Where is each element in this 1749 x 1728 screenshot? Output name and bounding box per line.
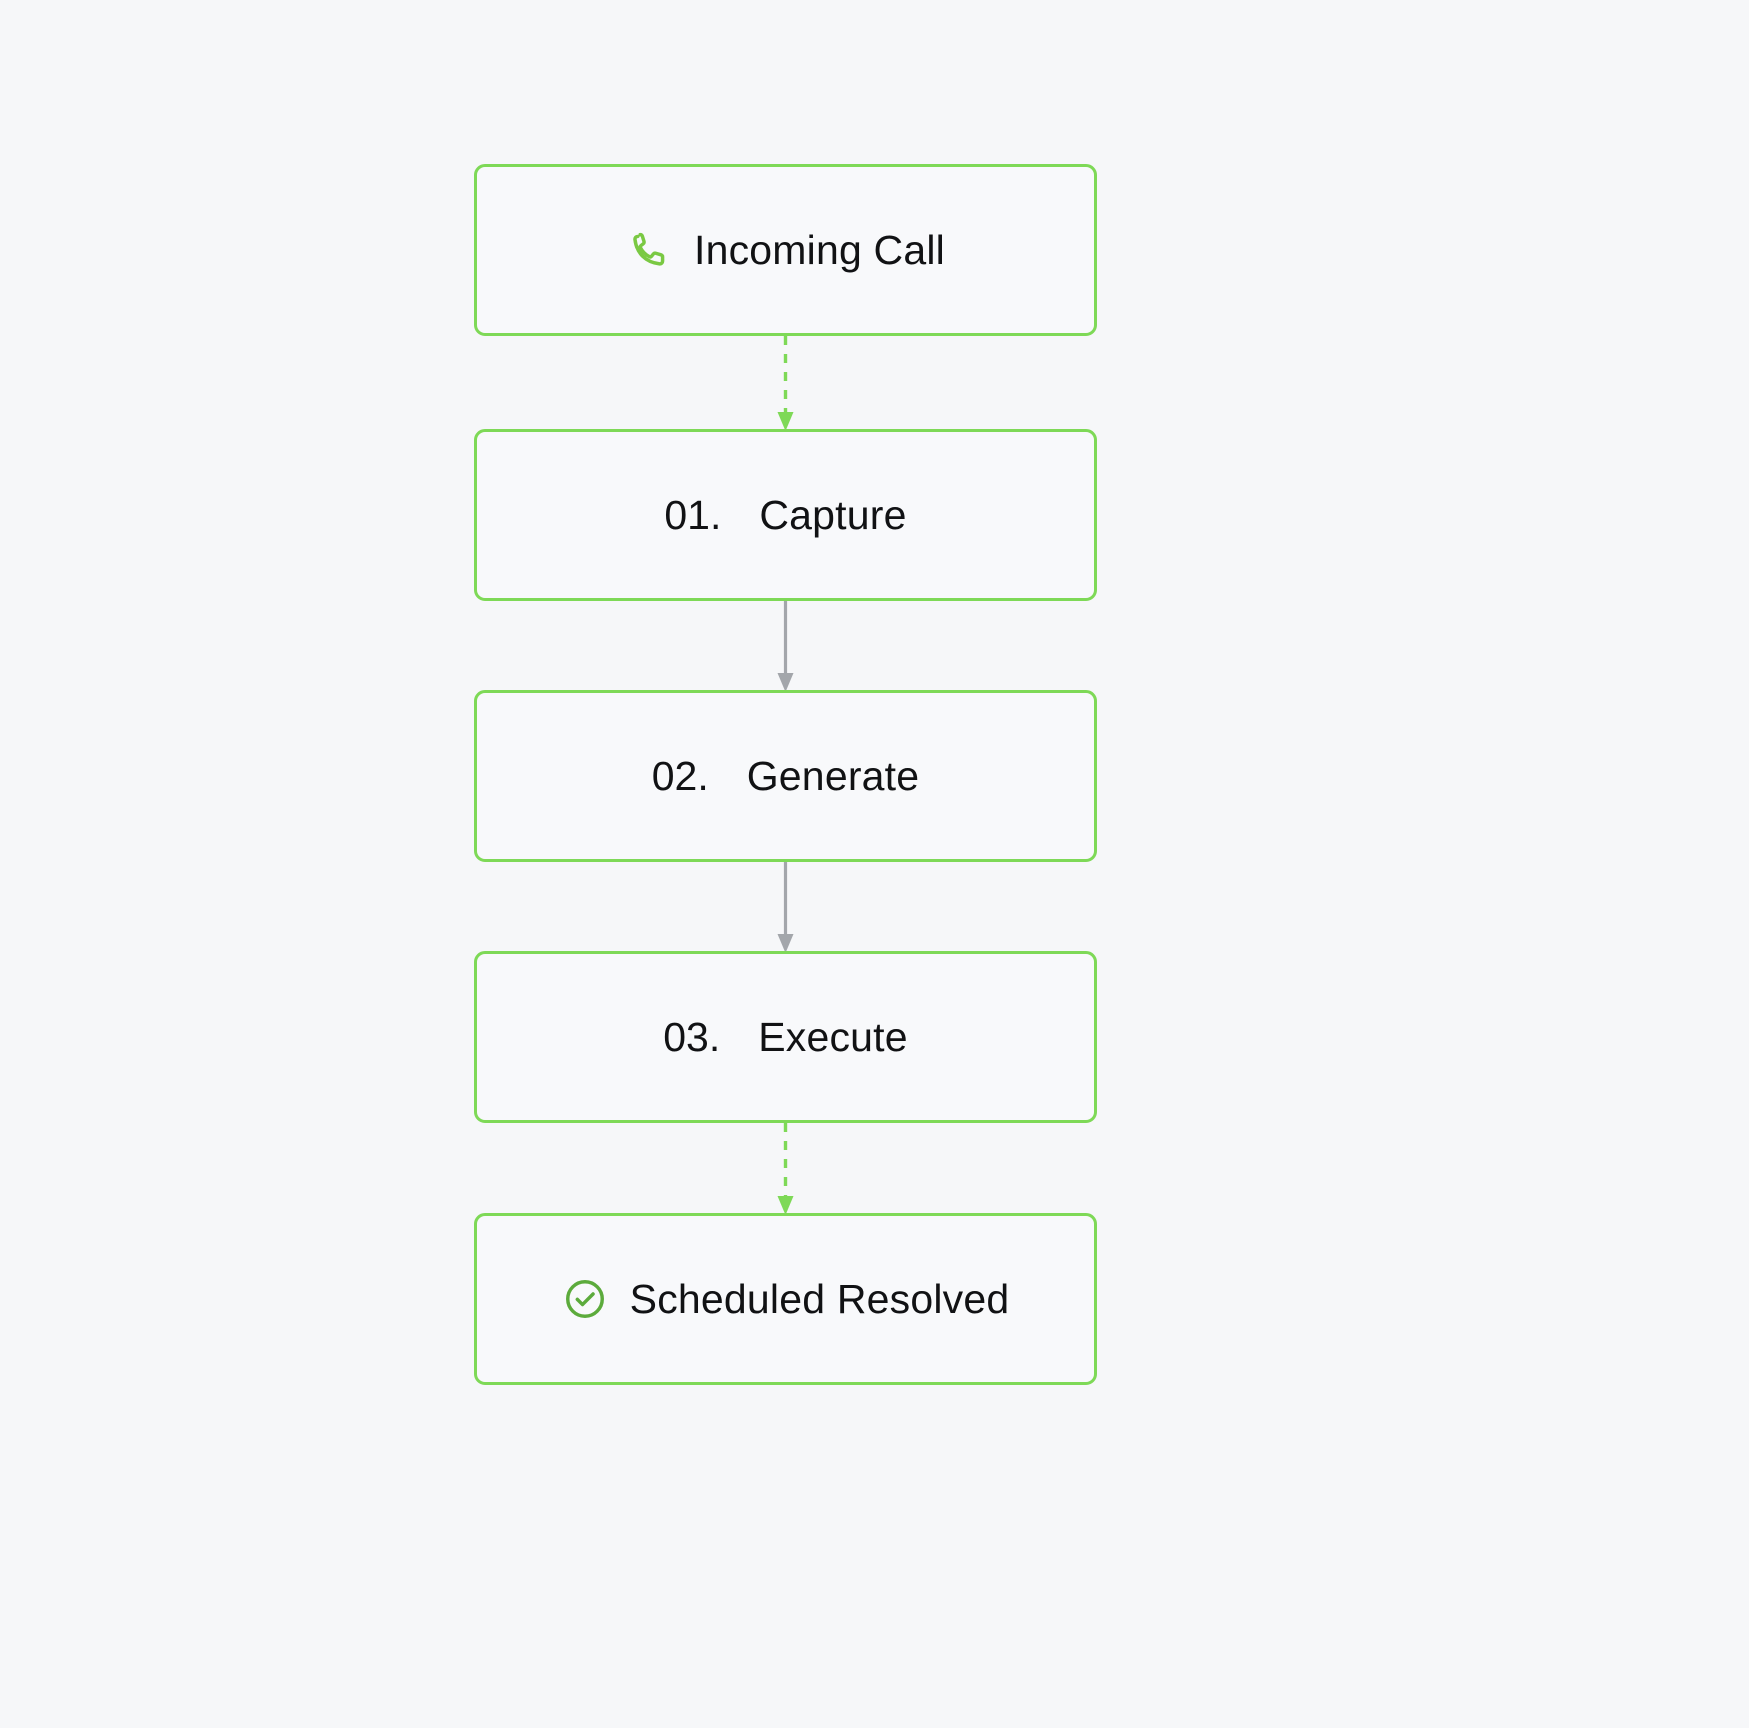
node-step-capture[interactable]: 01. Capture — [474, 429, 1097, 601]
connector-generate-to-execute — [774, 862, 797, 955]
connector-capture-to-generate — [774, 601, 797, 694]
edge-arrowhead — [777, 1196, 794, 1215]
edge-arrowhead — [777, 673, 794, 692]
node-label-generate: Generate — [746, 752, 920, 799]
node-label-incoming-call: Incoming Call — [694, 226, 945, 273]
node-content: 03. Execute — [663, 1013, 908, 1060]
connector-execute-to-scheduled-resolved — [774, 1123, 797, 1217]
phone-icon — [626, 227, 672, 273]
node-scheduled-resolved[interactable]: Scheduled Resolved — [474, 1213, 1097, 1385]
node-step-execute[interactable]: 03. Execute — [474, 951, 1097, 1123]
step-number-01: 01. — [664, 491, 722, 538]
edge-arrowhead — [777, 934, 794, 953]
node-content: Incoming Call — [626, 227, 945, 273]
node-step-generate[interactable]: 02. Generate — [474, 690, 1097, 862]
node-label-capture: Capture — [759, 491, 907, 538]
node-content: 01. Capture — [664, 491, 907, 538]
node-content: 02. Generate — [651, 752, 920, 799]
node-content: Scheduled Resolved — [562, 1276, 1010, 1322]
node-incoming-call[interactable]: Incoming Call — [474, 164, 1097, 336]
step-number-02: 02. — [651, 752, 709, 799]
check-circle-icon — [562, 1276, 608, 1322]
node-label-execute: Execute — [758, 1013, 908, 1060]
connector-incoming-call-to-capture — [774, 336, 797, 433]
edge-arrowhead — [777, 412, 794, 431]
step-number-03: 03. — [663, 1013, 721, 1060]
node-label-scheduled-resolved: Scheduled Resolved — [629, 1275, 1010, 1322]
